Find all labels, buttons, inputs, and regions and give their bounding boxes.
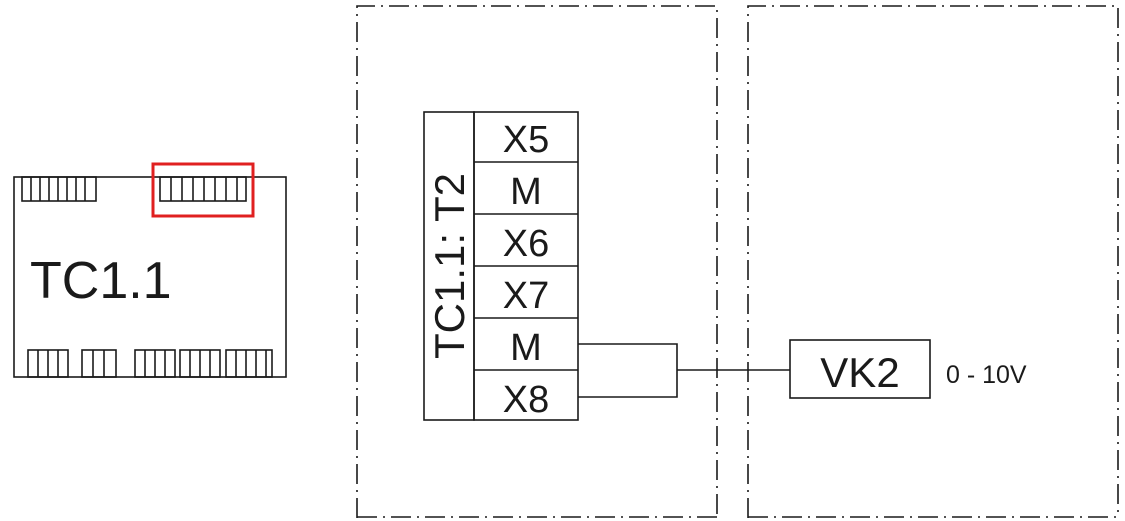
terminal-block-label: TC1.1: T2: [426, 173, 473, 359]
terminal-block: [423, 111, 579, 421]
wire-m-x8-loop: [578, 343, 678, 398]
highlight-box: [151, 162, 255, 218]
wiring: [578, 343, 790, 398]
device-vk2-box: [789, 339, 931, 399]
terminal-x6: X6: [503, 223, 549, 265]
board-tc1-1: [13, 176, 287, 378]
board-connectors-bottom: [27, 349, 273, 378]
terminal-x8: X8: [503, 379, 549, 421]
terminal-x5: X5: [503, 119, 549, 161]
panel-left-border: [356, 5, 718, 518]
device-label: VK2: [820, 349, 899, 396]
terminal-m-1: M: [510, 171, 542, 213]
board-connector-top-left: [21, 176, 97, 202]
terminal-x7: X7: [503, 275, 549, 317]
board-connector-t2: [159, 176, 247, 202]
terminal-m-2: M: [510, 327, 542, 369]
board-label: TC1.1: [30, 252, 172, 310]
panel-right-border: [747, 5, 1119, 518]
device-signal: 0 - 10V: [946, 361, 1027, 389]
